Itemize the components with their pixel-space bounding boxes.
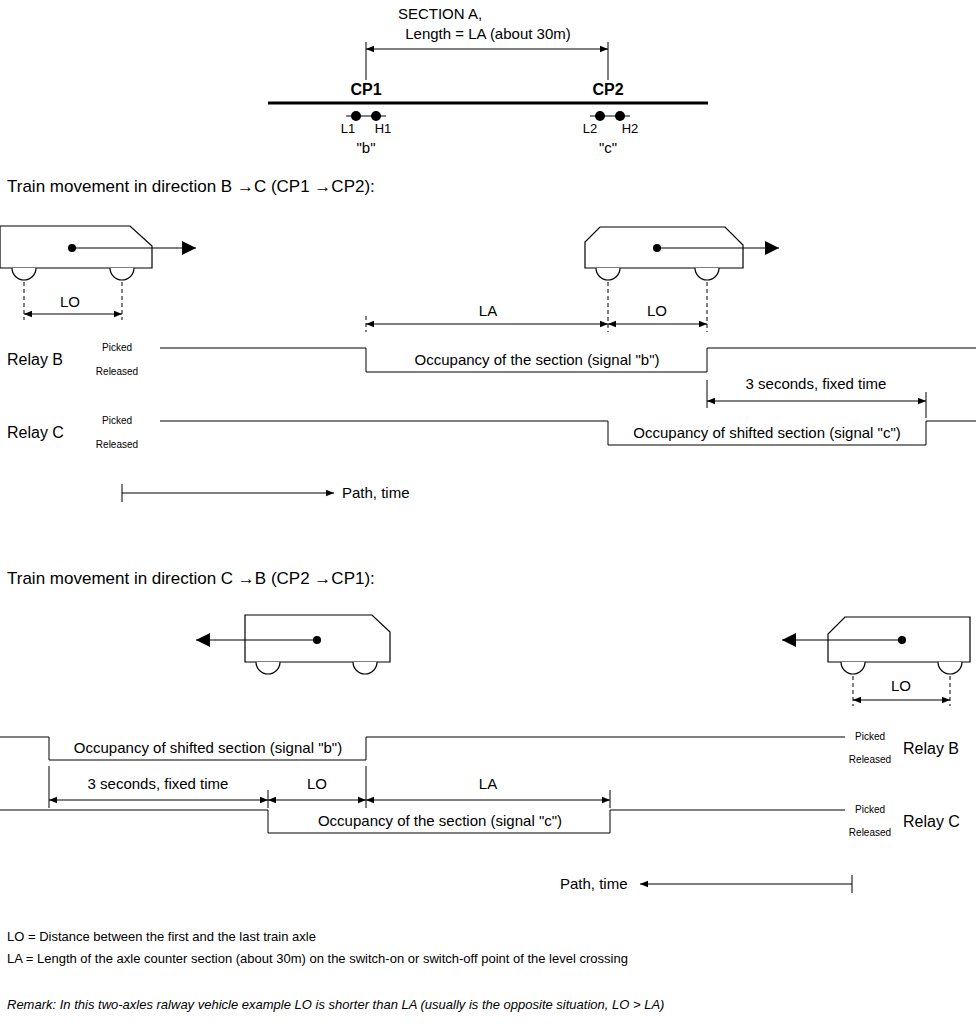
dimension-label: LO bbox=[307, 775, 327, 792]
section-heading: Train movement in direction C →B (CP2 →C… bbox=[7, 569, 375, 589]
footnote: LO = Distance between the first and the … bbox=[7, 930, 316, 945]
relay-name: Relay C bbox=[7, 424, 64, 442]
duration-label: 3 seconds, fixed time bbox=[746, 375, 887, 392]
section-heading: Train movement in direction B →C (CP1 →C… bbox=[7, 177, 375, 197]
state-label: Picked bbox=[855, 731, 885, 743]
occupancy-label: Occupancy of shifted section (signal "b"… bbox=[74, 739, 342, 756]
dimension-label: LO bbox=[60, 293, 80, 310]
state-label: Released bbox=[849, 827, 891, 839]
sensor-name: L2 bbox=[583, 122, 597, 137]
occupancy-label: Occupancy of the section (signal "c") bbox=[318, 812, 562, 829]
relay-name: Relay B bbox=[7, 351, 63, 369]
occupancy-label: Occupancy of shifted section (signal "c"… bbox=[633, 424, 900, 441]
state-label: Released bbox=[849, 754, 891, 766]
checkpoint-name: CP2 bbox=[592, 81, 623, 99]
dimension-label: LO bbox=[647, 302, 667, 319]
signal-name: "b" bbox=[357, 139, 376, 156]
state-label: Picked bbox=[102, 415, 132, 427]
sensor-name: L1 bbox=[341, 122, 355, 137]
state-label: Picked bbox=[855, 804, 885, 816]
footnote: LA = Length of the axle counter section … bbox=[7, 952, 628, 967]
section-title: SECTION A, bbox=[398, 5, 482, 22]
state-label: Picked bbox=[102, 342, 132, 354]
sensor-name: H2 bbox=[622, 122, 639, 137]
dimension-label: LO bbox=[891, 677, 911, 694]
checkpoint-name: CP1 bbox=[350, 81, 381, 99]
axis-label: Path, time bbox=[342, 484, 410, 501]
signal-name: "c" bbox=[599, 139, 617, 156]
duration-label: 3 seconds, fixed time bbox=[88, 775, 229, 792]
axis-label: Path, time bbox=[560, 875, 628, 892]
state-label: Released bbox=[96, 439, 138, 451]
dimension-label: LA bbox=[479, 302, 497, 319]
relay-name: Relay C bbox=[903, 813, 960, 831]
sensor-name: H1 bbox=[375, 122, 392, 137]
dimension-label: LA bbox=[479, 775, 497, 792]
section-length: Length = LA (about 30m) bbox=[405, 25, 571, 42]
state-label: Released bbox=[96, 366, 138, 378]
occupancy-label: Occupancy of the section (signal "b") bbox=[415, 351, 660, 368]
relay-name: Relay B bbox=[903, 740, 959, 758]
remark: Remark: In this two-axles ralway vehicle… bbox=[7, 998, 664, 1013]
